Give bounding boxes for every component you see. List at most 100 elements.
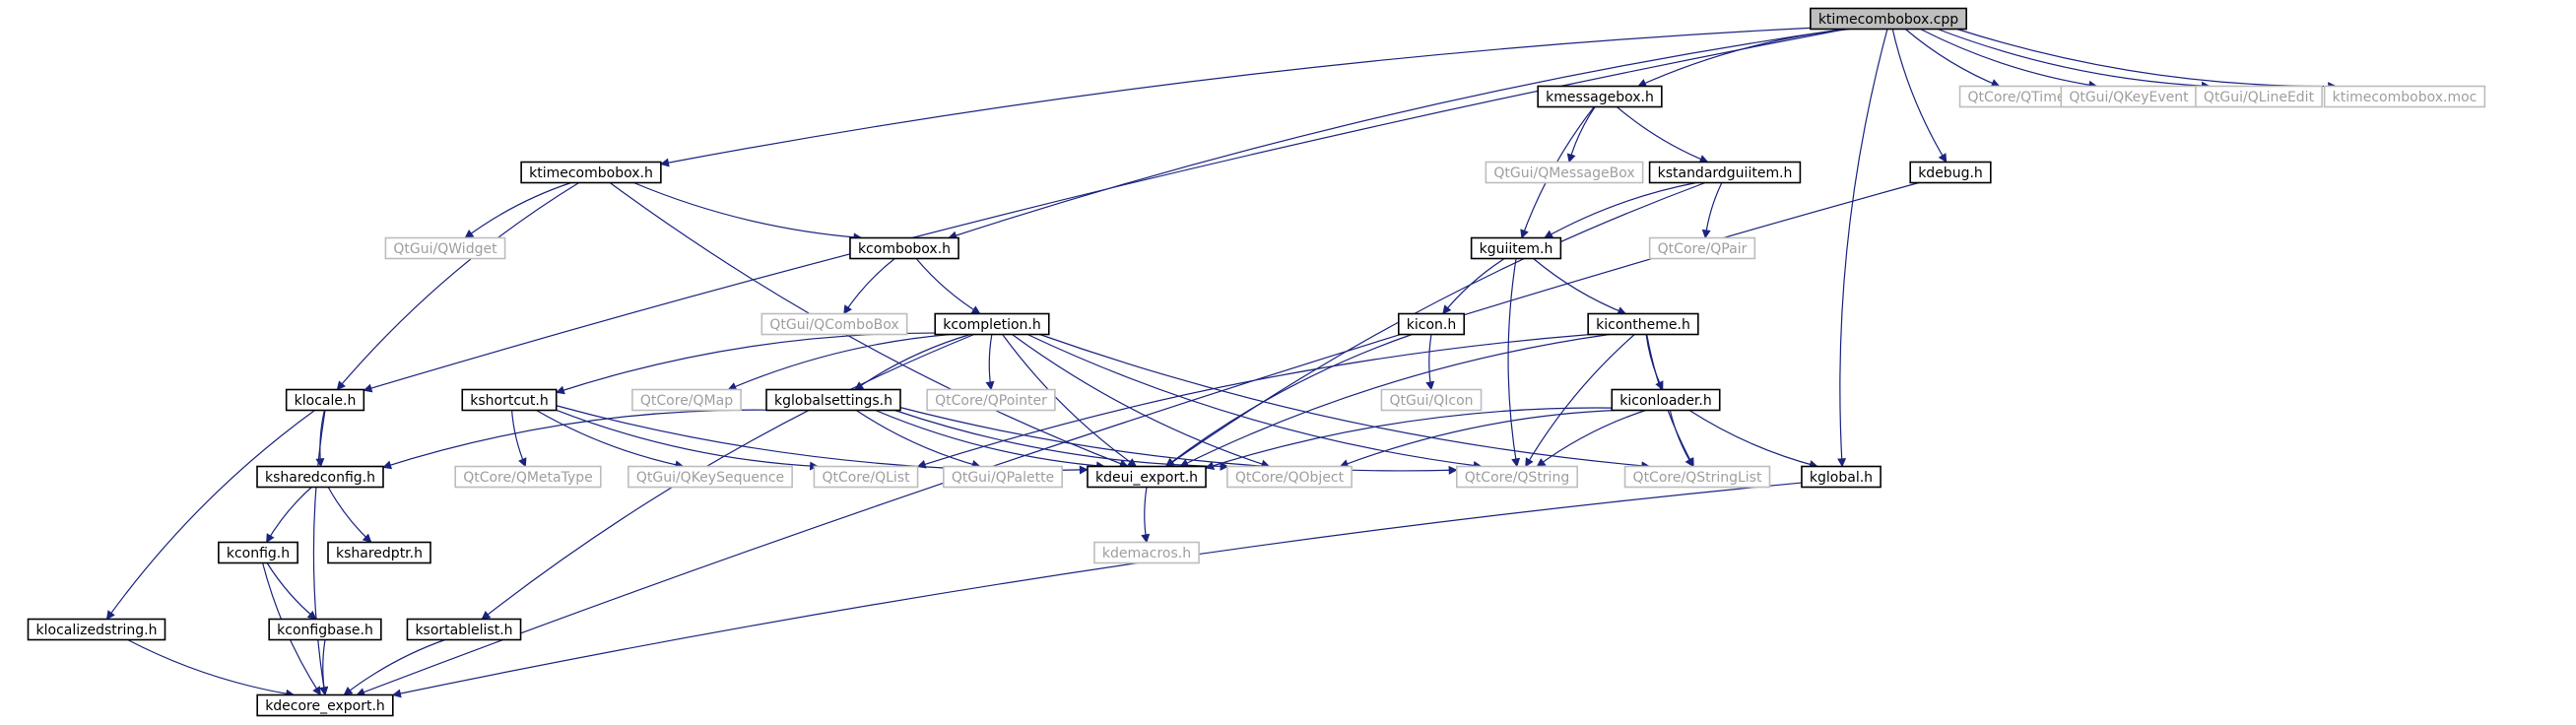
node-kcombobox[interactable]: kcombobox.h bbox=[849, 236, 959, 260]
edge-root-to-kdebug bbox=[1891, 29, 1948, 164]
node-kglobal[interactable]: kglobal.h bbox=[1801, 465, 1882, 489]
node-ksharedptr[interactable]: ksharedptr.h bbox=[327, 541, 431, 564]
node-ksharedconfig[interactable]: ksharedconfig.h bbox=[256, 465, 384, 489]
node-box bbox=[1909, 161, 1992, 184]
edge-kcompletion-to-qstringlist bbox=[1039, 333, 1651, 471]
node-label: kdemacros.h bbox=[1102, 546, 1191, 561]
node-label: QtGui/QWidget bbox=[393, 241, 497, 257]
node-box bbox=[285, 388, 365, 412]
node-box bbox=[520, 161, 662, 184]
edge-ksharedconfig-to-kconfig bbox=[266, 487, 312, 544]
node-kglobalsettings[interactable]: kglobalsettings.h bbox=[765, 388, 901, 412]
edge-root-to-qkeyevent bbox=[1920, 28, 2098, 90]
node-qtime[interactable]: QtCore/QTime bbox=[1958, 85, 2075, 108]
node-label: kmessagebox.h bbox=[1546, 90, 1654, 105]
node-qkeysequence[interactable]: QtGui/QKeySequence bbox=[627, 465, 793, 489]
node-kshortcut[interactable]: kshortcut.h bbox=[461, 388, 558, 412]
node-kicon[interactable]: kicon.h bbox=[1397, 312, 1466, 336]
node-label: kdeui_export.h bbox=[1095, 470, 1198, 486]
node-box bbox=[1093, 541, 1200, 564]
node-label: ktimecombobox.h bbox=[529, 165, 653, 181]
node-kiconloader[interactable]: kiconloader.h bbox=[1611, 388, 1721, 412]
node-qpointer[interactable]: QtCore/QPointer bbox=[926, 388, 1056, 412]
node-box bbox=[1648, 161, 1802, 184]
edge-root-to-qlineedit bbox=[1937, 28, 2211, 91]
node-label: QtGui/QKeySequence bbox=[636, 470, 784, 486]
edge-kglobalsettings-to-qobject bbox=[894, 409, 1229, 471]
node-kdeui_export[interactable]: kdeui_export.h bbox=[1087, 465, 1207, 489]
node-qpair[interactable]: QtCore/QPair bbox=[1648, 236, 1756, 260]
node-qmap[interactable]: QtCore/QMap bbox=[631, 388, 742, 412]
node-ktimecomboboxh[interactable]: ktimecombobox.h bbox=[520, 161, 662, 184]
node-kdecore_export[interactable]: kdecore_export.h bbox=[256, 693, 394, 717]
node-label: ktimecombobox.moc bbox=[2333, 90, 2477, 105]
edge-root-to-moc bbox=[1956, 28, 2338, 92]
node-qkeyevent[interactable]: QtGui/QKeyEvent bbox=[2060, 85, 2198, 108]
node-qlineedit[interactable]: QtGui/QLineEdit bbox=[2195, 85, 2323, 108]
node-qstringlist[interactable]: QtCore/QStringList bbox=[1623, 465, 1771, 489]
edge-kguiitem-to-kicontheme bbox=[1533, 258, 1627, 315]
node-root[interactable]: ktimecombobox.cpp bbox=[1810, 7, 1967, 31]
edge-kiconloader-to-kdeui_export bbox=[1205, 407, 1613, 470]
node-klocale[interactable]: klocale.h bbox=[285, 388, 365, 412]
node-kcompletion[interactable]: kcompletion.h bbox=[934, 312, 1050, 336]
node-label: QtCore/QPair bbox=[1658, 241, 1748, 257]
edges-layer bbox=[105, 27, 2338, 698]
node-kconfigbase[interactable]: kconfigbase.h bbox=[268, 618, 382, 641]
node-qstring[interactable]: QtCore/QString bbox=[1455, 465, 1579, 489]
node-label: kconfigbase.h bbox=[277, 623, 373, 638]
node-qcombobox[interactable]: QtGui/QComboBox bbox=[760, 312, 908, 336]
node-label: kiconloader.h bbox=[1619, 393, 1711, 409]
node-klocalizedstring[interactable]: klocalizedstring.h bbox=[27, 618, 166, 641]
edge-kiconloader-to-qstring bbox=[1536, 409, 1646, 468]
edge-ktimecomboboxh-to-kdeui_export bbox=[609, 182, 1129, 468]
node-kconfig[interactable]: kconfig.h bbox=[218, 541, 298, 564]
edge-kmessagebox-to-kstandardguiitem bbox=[1616, 106, 1709, 164]
edge-kdeui_export-to-kdemacros bbox=[1141, 487, 1151, 544]
edge-kicon-to-qicon bbox=[1425, 334, 1435, 391]
node-qlist[interactable]: QtCore/QList bbox=[813, 465, 919, 489]
node-qicon[interactable]: QtGui/QIcon bbox=[1380, 388, 1483, 412]
node-label: QtGui/QMessageBox bbox=[1493, 165, 1634, 181]
node-label: klocale.h bbox=[295, 393, 357, 409]
node-qobject[interactable]: QtCore/QObject bbox=[1226, 465, 1353, 489]
node-label: QtCore/QPointer bbox=[935, 393, 1047, 409]
node-box bbox=[627, 465, 793, 489]
node-box bbox=[406, 618, 522, 641]
node-kdebug[interactable]: kdebug.h bbox=[1909, 161, 1992, 184]
node-moc[interactable]: ktimecombobox.moc bbox=[2323, 85, 2486, 108]
edge-kiconloader-to-kglobal bbox=[1688, 409, 1818, 469]
node-qwidget[interactable]: QtGui/QWidget bbox=[384, 236, 506, 260]
edge-kstandardguiitem-to-qpair bbox=[1701, 182, 1723, 239]
node-box bbox=[327, 541, 431, 564]
node-label: kshortcut.h bbox=[470, 393, 548, 409]
node-box bbox=[256, 465, 384, 489]
node-label: ktimecombobox.cpp bbox=[1818, 12, 1958, 28]
edge-ktimecomboboxh-to-klocale bbox=[336, 181, 580, 391]
node-label: QtCore/QObject bbox=[1235, 470, 1345, 486]
node-box bbox=[849, 236, 959, 260]
node-kguiitem[interactable]: kguiitem.h bbox=[1470, 236, 1562, 260]
node-label: kstandardguiitem.h bbox=[1658, 165, 1793, 181]
node-label: QtGui/QIcon bbox=[1389, 393, 1473, 409]
edge-ksortablelist-to-kdecore_export bbox=[343, 638, 445, 696]
node-qpalette[interactable]: QtGui/QPalette bbox=[943, 465, 1063, 489]
node-box bbox=[1648, 236, 1756, 260]
node-kdemacros[interactable]: kdemacros.h bbox=[1093, 541, 1200, 564]
node-box bbox=[1611, 388, 1721, 412]
edge-ksharedconfig-to-ksharedptr bbox=[327, 487, 372, 544]
node-qmetatype[interactable]: QtCore/QMetaType bbox=[454, 465, 602, 489]
node-label: klocalizedstring.h bbox=[36, 623, 158, 638]
edge-kicontheme-to-kiconloader bbox=[1645, 334, 1664, 391]
node-box bbox=[1623, 465, 1771, 489]
node-kicontheme[interactable]: kicontheme.h bbox=[1587, 312, 1699, 336]
node-ksortablelist[interactable]: ksortablelist.h bbox=[406, 618, 522, 641]
node-kmessagebox[interactable]: kmessagebox.h bbox=[1537, 85, 1663, 108]
edge-kdebug-to-kdecore_export bbox=[356, 181, 1920, 696]
node-qmessagebox[interactable]: QtGui/QMessageBox bbox=[1485, 161, 1644, 184]
node-label: kicon.h bbox=[1407, 317, 1456, 333]
node-box bbox=[760, 312, 908, 336]
node-box bbox=[1397, 312, 1466, 336]
node-kstandardguiitem[interactable]: kstandardguiitem.h bbox=[1648, 161, 1802, 184]
